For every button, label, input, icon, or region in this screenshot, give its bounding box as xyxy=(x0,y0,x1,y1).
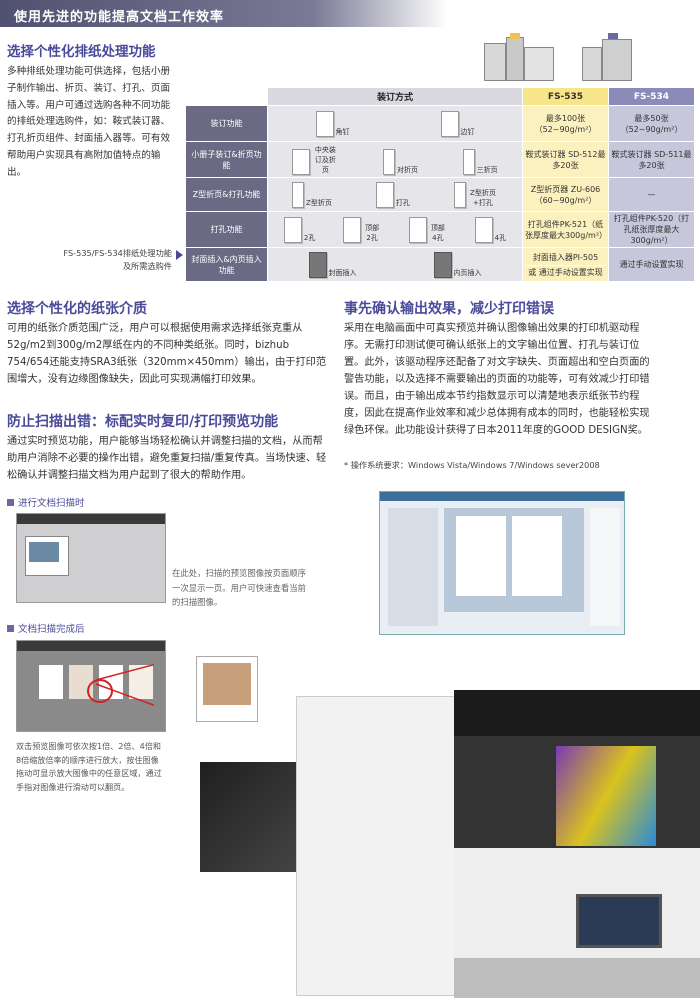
icon-label: 角钉 xyxy=(335,127,350,136)
row-label: 小册子装订&折页功能 xyxy=(185,141,268,178)
table-row: 封面插入&内页插入功能 封面插入 内页插入 封面插入器PI-505 或 通过手动… xyxy=(185,247,695,282)
icon-label: 三折页 xyxy=(476,165,498,174)
section-finishing-title: 选择个性化排纸处理功能 xyxy=(7,44,156,60)
fs534-value: 打孔组件PK-520（打孔纸张厚度最大300g/m²） xyxy=(608,211,695,248)
finisher-caption-text: FS-535/FS-534排纸处理功能及所需选购件 xyxy=(63,248,172,271)
zoom-connector xyxy=(95,663,154,707)
page-banner: 使用先进的功能提高文档工作效率 xyxy=(0,0,448,27)
edge-staple-icon xyxy=(440,110,459,137)
table-row: 装订功能 角钉 边钉 最多100张（52~90g/m²） 最多50张（52~90… xyxy=(185,105,695,142)
icon-label: Z型折页+打孔 xyxy=(470,188,496,207)
header-fs534: FS-534 xyxy=(608,87,695,106)
finisher-table: 装订方式 FS-535 FS-534 装订功能 角钉 边钉 最多100张（52~… xyxy=(185,87,695,282)
icon-label: 2孔 xyxy=(303,233,316,242)
fs535-value-main: 封面插入器PI-505 xyxy=(532,252,599,262)
section-preview-body: 通过实时预览功能，用户能够当场轻松确认并调整扫描的文档，从而帮助用户消除不必要的… xyxy=(7,436,327,481)
icon-label: 4孔 xyxy=(494,233,507,242)
fs535-value: 打孔组件PK-521（纸张厚度最大300g/m²） xyxy=(522,211,609,248)
fs534-value: 通过手动设置实现 xyxy=(608,247,695,282)
section-driver-body: 采用在电脑画面中可真实预览并确认图像输出效果的打印机驱动程序。无需打印测试便可确… xyxy=(344,323,650,436)
scan-label-2-text: 文档扫描完成后 xyxy=(18,624,85,635)
z-fold-punch-icon xyxy=(453,181,466,208)
icon-label: Z型折页 xyxy=(306,198,332,207)
section-preview-title: 防止扫描出错：标配实时复印/打印预览功能 xyxy=(7,414,279,430)
row-illustration: 中央装订及折页 对折页 三折页 xyxy=(267,141,523,178)
section-driver-title: 事先确认输出效果，减少打印错误 xyxy=(344,301,554,317)
icon-label: 边钉 xyxy=(460,127,475,136)
arrow-right-icon xyxy=(176,250,183,260)
finisher-caption: FS-535/FS-534排纸处理功能及所需选购件 xyxy=(60,247,172,273)
scan-caption-2: 双击预览图像可依次按1倍、2倍、4倍和8倍缩放倍率的顺序进行放大，按住图像拖动可… xyxy=(16,741,162,792)
row-illustration: 封面插入 内页插入 xyxy=(267,247,523,282)
fs535-value: 封面插入器PI-505 或 通过手动设置实现 xyxy=(522,247,609,282)
top-two-hole-icon xyxy=(343,216,362,243)
four-hole-icon xyxy=(474,216,493,243)
fs534-value: 最多50张（52~90g/m²） xyxy=(608,105,695,142)
fs534-value: — xyxy=(608,177,695,212)
square-bullet-icon xyxy=(7,625,14,632)
half-fold-icon xyxy=(382,148,395,175)
fs535-value: 最多100张（52~90g/m²） xyxy=(522,105,609,142)
os-note: * 操作系统要求：Windows Vista/Windows 7/Windows… xyxy=(344,460,600,470)
section-finishing-body: 多种排纸处理功能可供选择，包括小册子制作输出、折页、装订、打孔、页面插入等。用户… xyxy=(7,66,171,178)
table-row: Z型折页&打孔功能 Z型折页 打孔 Z型折页+打孔 Z型折页器 ZU-606（6… xyxy=(185,177,695,212)
cover-insert-icon xyxy=(308,251,327,278)
scan-label-1-text: 进行文档扫描时 xyxy=(18,498,85,509)
printer-image xyxy=(200,690,700,1008)
top-four-hole-icon xyxy=(408,216,427,243)
driver-screenshot xyxy=(379,491,625,635)
icon-label: 顶部2孔 xyxy=(365,223,380,242)
fs535-machine-image xyxy=(478,33,560,83)
row-illustration: 角钉 边钉 xyxy=(267,105,523,142)
corner-staple-icon xyxy=(315,110,334,137)
icon-label: 内页插入 xyxy=(453,268,482,277)
icon-label: 对折页 xyxy=(396,165,418,174)
table-row: 打孔功能 2孔 顶部2孔 顶部4孔 4孔 打孔组件PK-521（纸张厚度最大30… xyxy=(185,211,695,248)
row-illustration: 2孔 顶部2孔 顶部4孔 4孔 xyxy=(267,211,523,248)
header-fs535: FS-535 xyxy=(522,87,609,106)
fs534-value: 鞍式装订器 SD-511最多20张 xyxy=(608,141,695,178)
icon-label: 打孔 xyxy=(395,198,410,207)
icon-label: 封面插入 xyxy=(328,268,357,277)
scan-caption-1: 在此处，扫描的预览图像按页面顺序一次显示一页。用户可快速查看当前的扫描图像。 xyxy=(172,568,306,607)
two-hole-icon xyxy=(283,216,302,243)
scan-label-2: 文档扫描完成后 xyxy=(7,621,85,635)
table-row: 小册子装订&折页功能 中央装订及折页 对折页 三折页 鞍式装订器 SD-512最… xyxy=(185,141,695,178)
square-bullet-icon xyxy=(7,499,14,506)
section-media-title: 选择个性化的纸张介质 xyxy=(7,301,147,317)
row-illustration: Z型折页 打孔 Z型折页+打孔 xyxy=(267,177,523,212)
icon-label: 中央装订及折页 xyxy=(314,145,336,174)
icon-label: 顶部4孔 xyxy=(430,223,445,242)
fs535-value: Z型折页器 ZU-606（60~90g/m²） xyxy=(522,177,609,212)
header-method: 装订方式 xyxy=(267,87,523,106)
row-label: Z型折页&打孔功能 xyxy=(185,177,268,212)
fs535-value: 鞍式装订器 SD-512最多20张 xyxy=(522,141,609,178)
tri-fold-icon xyxy=(462,148,475,175)
row-label: 装订功能 xyxy=(185,105,268,142)
punch-icon xyxy=(375,181,394,208)
fs534-machine-image xyxy=(578,33,638,83)
z-fold-icon xyxy=(292,181,305,208)
fs535-value-alt: 或 通过手动设置实现 xyxy=(525,264,606,278)
scan-screen-1 xyxy=(16,513,166,603)
section-media-body: 可用的纸张介质范围广泛，用户可以根据使用需求选择纸张克重从52g/m2到300g… xyxy=(7,323,327,385)
saddle-stitch-icon xyxy=(292,148,311,175)
zoom-preview xyxy=(196,656,258,722)
row-label: 打孔功能 xyxy=(185,211,268,248)
scan-label-1: 进行文档扫描时 xyxy=(7,495,85,509)
sheet-insert-icon xyxy=(433,251,452,278)
row-label: 封面插入&内页插入功能 xyxy=(185,247,268,282)
